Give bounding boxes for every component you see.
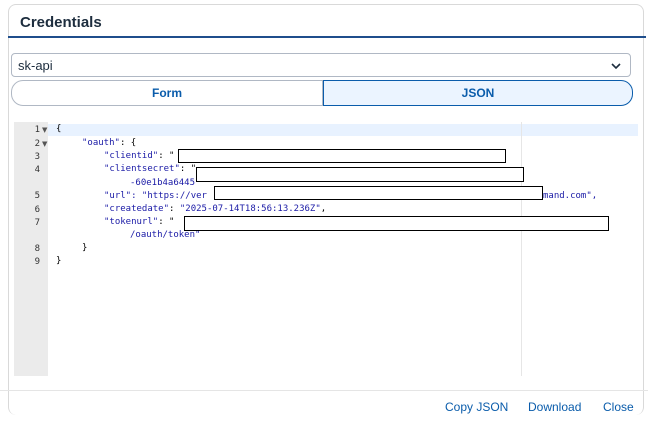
download-button[interactable]: Download [528, 400, 582, 414]
json-key-oauth: "oauth" [82, 138, 120, 148]
code-punctuation: , [320, 204, 327, 214]
code-line-7-wrap: /oauth/token" [130, 230, 201, 240]
active-line-highlight [48, 124, 638, 136]
code-line-3: "clientid": " [104, 151, 174, 161]
fold-toggle-icon[interactable]: ▼ [42, 140, 48, 148]
redaction-box [178, 149, 506, 163]
redaction-box [196, 167, 524, 182]
dialog-footer [0, 390, 648, 421]
code-punctuation: : " [158, 151, 175, 161]
code-punctuation: : [169, 204, 180, 214]
code-line-7: "tokenurl": " [104, 217, 174, 227]
dialog-header: Credentials [8, 4, 646, 38]
code-line-2: "oauth": { [82, 138, 136, 148]
dialog-title: Credentials [20, 14, 102, 31]
json-value-createdate: "2025-07-14T18:56:13.236Z" [179, 204, 321, 214]
redaction-box [184, 216, 609, 231]
copy-json-button[interactable]: Copy JSON [445, 400, 509, 414]
form-view-button[interactable]: Form [11, 80, 323, 106]
json-code-editor[interactable]: 1 2 3 4 5 6 7 8 9 ▼ ▼ { "oauth": { "clie… [14, 122, 638, 376]
json-value-url: : "https://ver [131, 191, 207, 201]
code-line-8: } [82, 243, 88, 253]
code-line-5: "url": "https://ver [104, 191, 207, 201]
line-number: 9 [34, 257, 40, 267]
json-key-url: "url" [104, 191, 132, 201]
json-key-clientid: "clientid" [104, 151, 159, 161]
chevron-down-icon [611, 63, 621, 70]
code-line-4-wrap: -60e1b4a6445 [130, 178, 196, 188]
code-line-6: "createdate": "2025-07-14T18:56:13.236Z"… [104, 204, 326, 214]
code-line-4: "clientsecret": " [104, 164, 196, 174]
json-value-url-tail: mand.com", [543, 191, 598, 201]
code-punctuation: : " [158, 217, 175, 227]
service-key-select-value: sk-api [18, 58, 53, 73]
line-number: 6 [34, 205, 40, 215]
code-punctuation: : { [119, 138, 137, 148]
redaction-box [214, 186, 543, 200]
line-number: 2 [34, 139, 40, 149]
view-toggle: Form JSON [11, 80, 633, 106]
line-number: 3 [34, 152, 40, 162]
service-key-select[interactable]: sk-api [11, 53, 631, 77]
json-key-clientsecret: "clientsecret" [104, 164, 180, 174]
dialog-frame [8, 4, 644, 415]
line-number: 4 [34, 165, 40, 175]
print-margin [521, 122, 522, 376]
code-line-9: } [56, 256, 62, 266]
line-number: 8 [34, 244, 40, 254]
line-number-gutter [14, 122, 48, 376]
code-punctuation: : " [179, 164, 197, 174]
close-button[interactable]: Close [603, 400, 634, 414]
line-number: 5 [34, 191, 40, 201]
fold-toggle-icon[interactable]: ▼ [42, 126, 48, 134]
code-line-1: { [56, 124, 62, 134]
line-number: 7 [34, 218, 40, 228]
json-key-tokenurl: "tokenurl" [104, 217, 159, 227]
json-key-createdate: "createdate" [104, 204, 170, 214]
json-view-button[interactable]: JSON [323, 80, 633, 106]
line-number: 1 [34, 125, 40, 135]
